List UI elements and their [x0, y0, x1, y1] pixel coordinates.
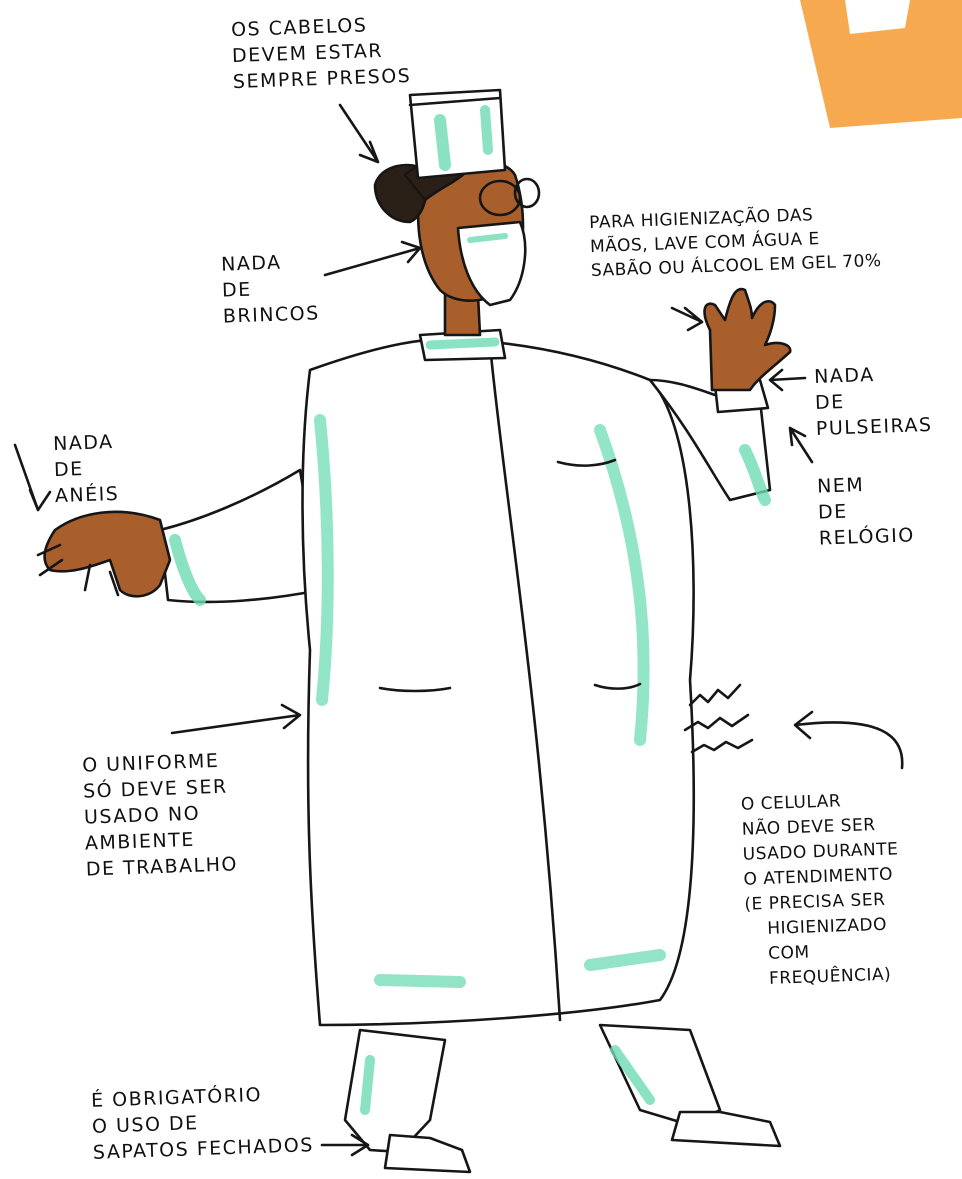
- phone-vibration-marks: [685, 685, 752, 752]
- shoes: [385, 1112, 780, 1172]
- note-hand-hygiene: PARA HIGIENIZAÇÃO DAS MÃOS, LAVE COM ÁGU…: [589, 201, 882, 283]
- note-earrings: NADA DE BRINCOS: [221, 248, 321, 329]
- note-uniform: O UNIFORME SÓ DEVE SER USADO NO AMBIENTE…: [82, 747, 239, 882]
- note-hair: OS CABELOS DEVEM ESTAR SEMPRE PRESOS: [231, 11, 412, 95]
- note-shoes: É OBRIGATÓRIO O USO DE SAPATOS FECHADOS: [91, 1080, 315, 1166]
- lab-coat: [303, 330, 694, 1025]
- note-phone: O CELULAR NÃO DEVE SER USADO DURANTE O A…: [741, 787, 904, 992]
- note-rings: NADA DE ANÉIS: [53, 429, 120, 509]
- note-watch: NEM DE RELÓGIO: [817, 470, 916, 551]
- note-bracelets: NADA DE PULSEIRAS: [814, 360, 933, 442]
- head: [375, 90, 539, 305]
- trousers: [345, 1025, 720, 1152]
